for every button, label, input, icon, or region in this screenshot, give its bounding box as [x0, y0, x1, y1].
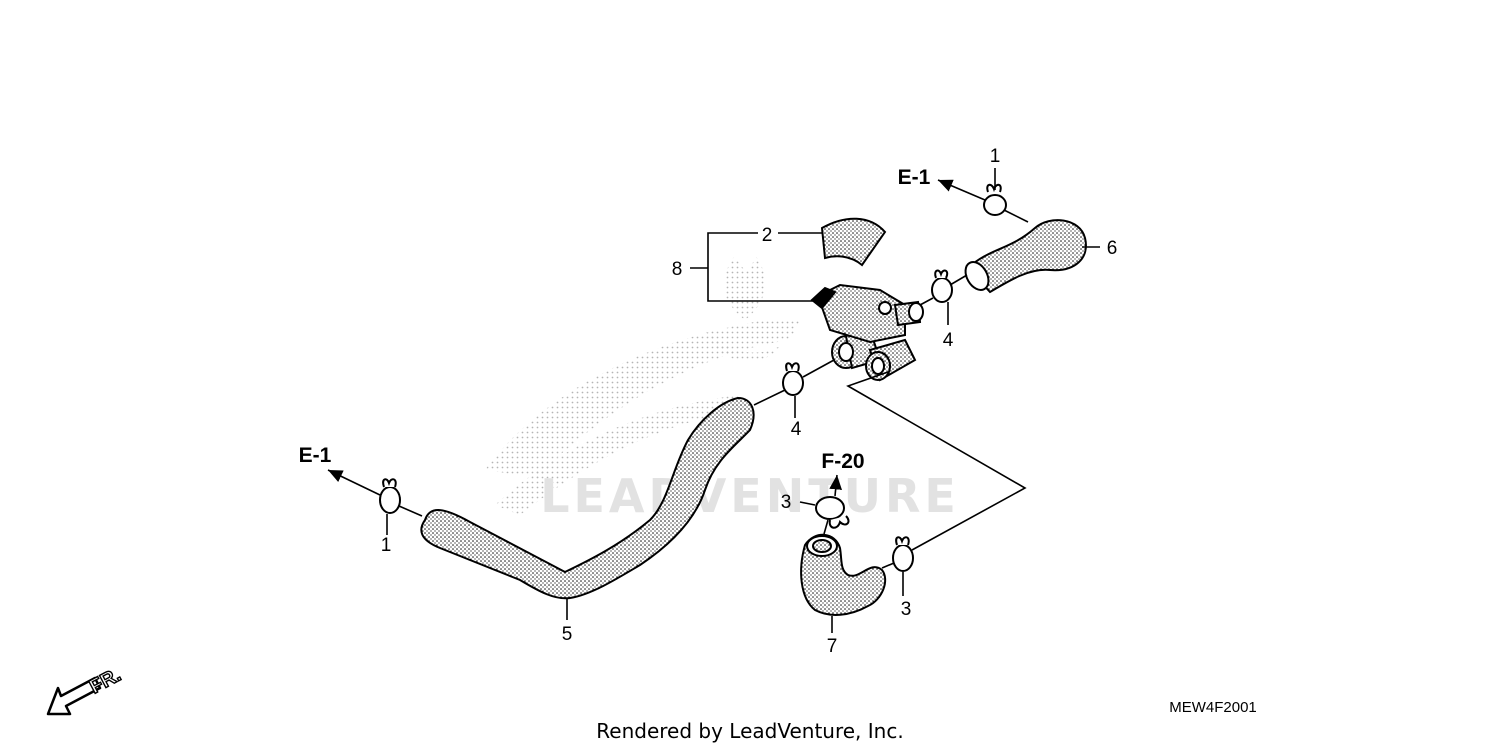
callout-8: 8 [672, 259, 683, 280]
part-7-hose [800, 533, 887, 616]
callout-6: 6 [1107, 238, 1118, 259]
leader-lines [327, 168, 1100, 633]
callout-4-lower: 4 [791, 419, 802, 440]
clamp-3-right [892, 536, 914, 572]
part-8-valve-assembly [810, 283, 924, 382]
callout-5: 5 [562, 624, 573, 645]
watermark: LEADVENTURE [485, 255, 960, 523]
clamp-4-lower [782, 362, 804, 396]
front-direction-marker: FR. [46, 663, 125, 716]
clamp-3-top [815, 496, 850, 529]
clamp-1-left [379, 478, 401, 514]
credit-text: Rendered by LeadVenture, Inc. [596, 719, 903, 743]
reference-e1-left: E-1 [299, 444, 332, 467]
part-6-hose [964, 219, 1087, 294]
reference-e1-top: E-1 [898, 166, 931, 189]
callout-3-right: 3 [901, 599, 912, 620]
callout-3-top: 3 [781, 492, 792, 513]
front-arrow-icon [46, 676, 102, 716]
callout-1-left: 1 [381, 535, 392, 556]
watermark-wing-logo [485, 255, 800, 515]
watermark-text: LEADVENTURE [540, 469, 960, 523]
callout-2: 2 [762, 225, 773, 246]
diagram-code: MEW4F2001 [1169, 699, 1257, 716]
clamp-4-upper [931, 269, 953, 303]
part-5-hose [420, 396, 755, 600]
part-2-heat-shield [820, 217, 887, 267]
callout-7: 7 [827, 636, 838, 657]
reference-f20: F-20 [821, 450, 864, 473]
callout-4-upper: 4 [943, 330, 954, 351]
clamp-1-top [983, 183, 1007, 216]
callout-1-top: 1 [990, 146, 1001, 167]
